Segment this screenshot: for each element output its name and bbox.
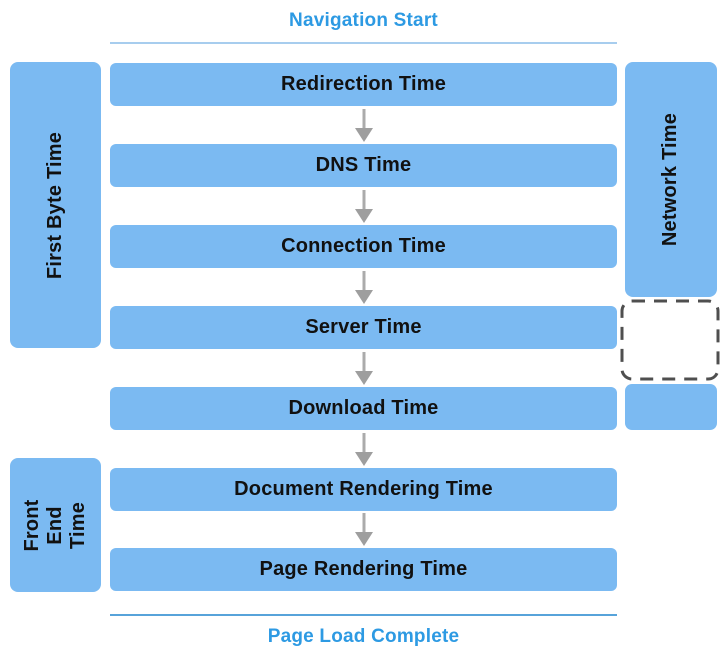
network-time-bar: Network Time xyxy=(625,62,717,297)
step-document-rendering-time: Document Rendering Time xyxy=(110,468,617,511)
step-redirection-time: Redirection Time xyxy=(110,63,617,106)
network-time-stub-box xyxy=(625,384,717,430)
down-arrow-icon xyxy=(354,513,374,547)
down-arrow-icon xyxy=(354,352,374,386)
down-arrow-icon xyxy=(354,190,374,224)
step-download-time: Download Time xyxy=(110,387,617,430)
down-arrow-icon xyxy=(354,271,374,305)
bottom-divider-line xyxy=(110,614,617,616)
front-end-time-bar: Front End Time xyxy=(10,458,101,592)
dashed-placeholder-box xyxy=(620,299,720,381)
top-divider-line xyxy=(110,42,617,44)
step-server-time: Server Time xyxy=(110,306,617,349)
navigation-start-label: Navigation Start xyxy=(289,10,438,31)
step-connection-time: Connection Time xyxy=(110,225,617,268)
first-byte-time-bar: First Byte Time xyxy=(10,62,101,348)
first-byte-time-label: First Byte Time xyxy=(44,131,66,279)
step-page-rendering-time: Page Rendering Time xyxy=(110,548,617,591)
step-dns-time: DNS Time xyxy=(110,144,617,187)
front-end-time-label: Front End Time xyxy=(21,498,89,552)
network-time-label: Network Time xyxy=(659,112,682,247)
page-load-complete-label: Page Load Complete xyxy=(267,626,460,647)
down-arrow-icon xyxy=(354,109,374,143)
down-arrow-icon xyxy=(354,433,374,467)
